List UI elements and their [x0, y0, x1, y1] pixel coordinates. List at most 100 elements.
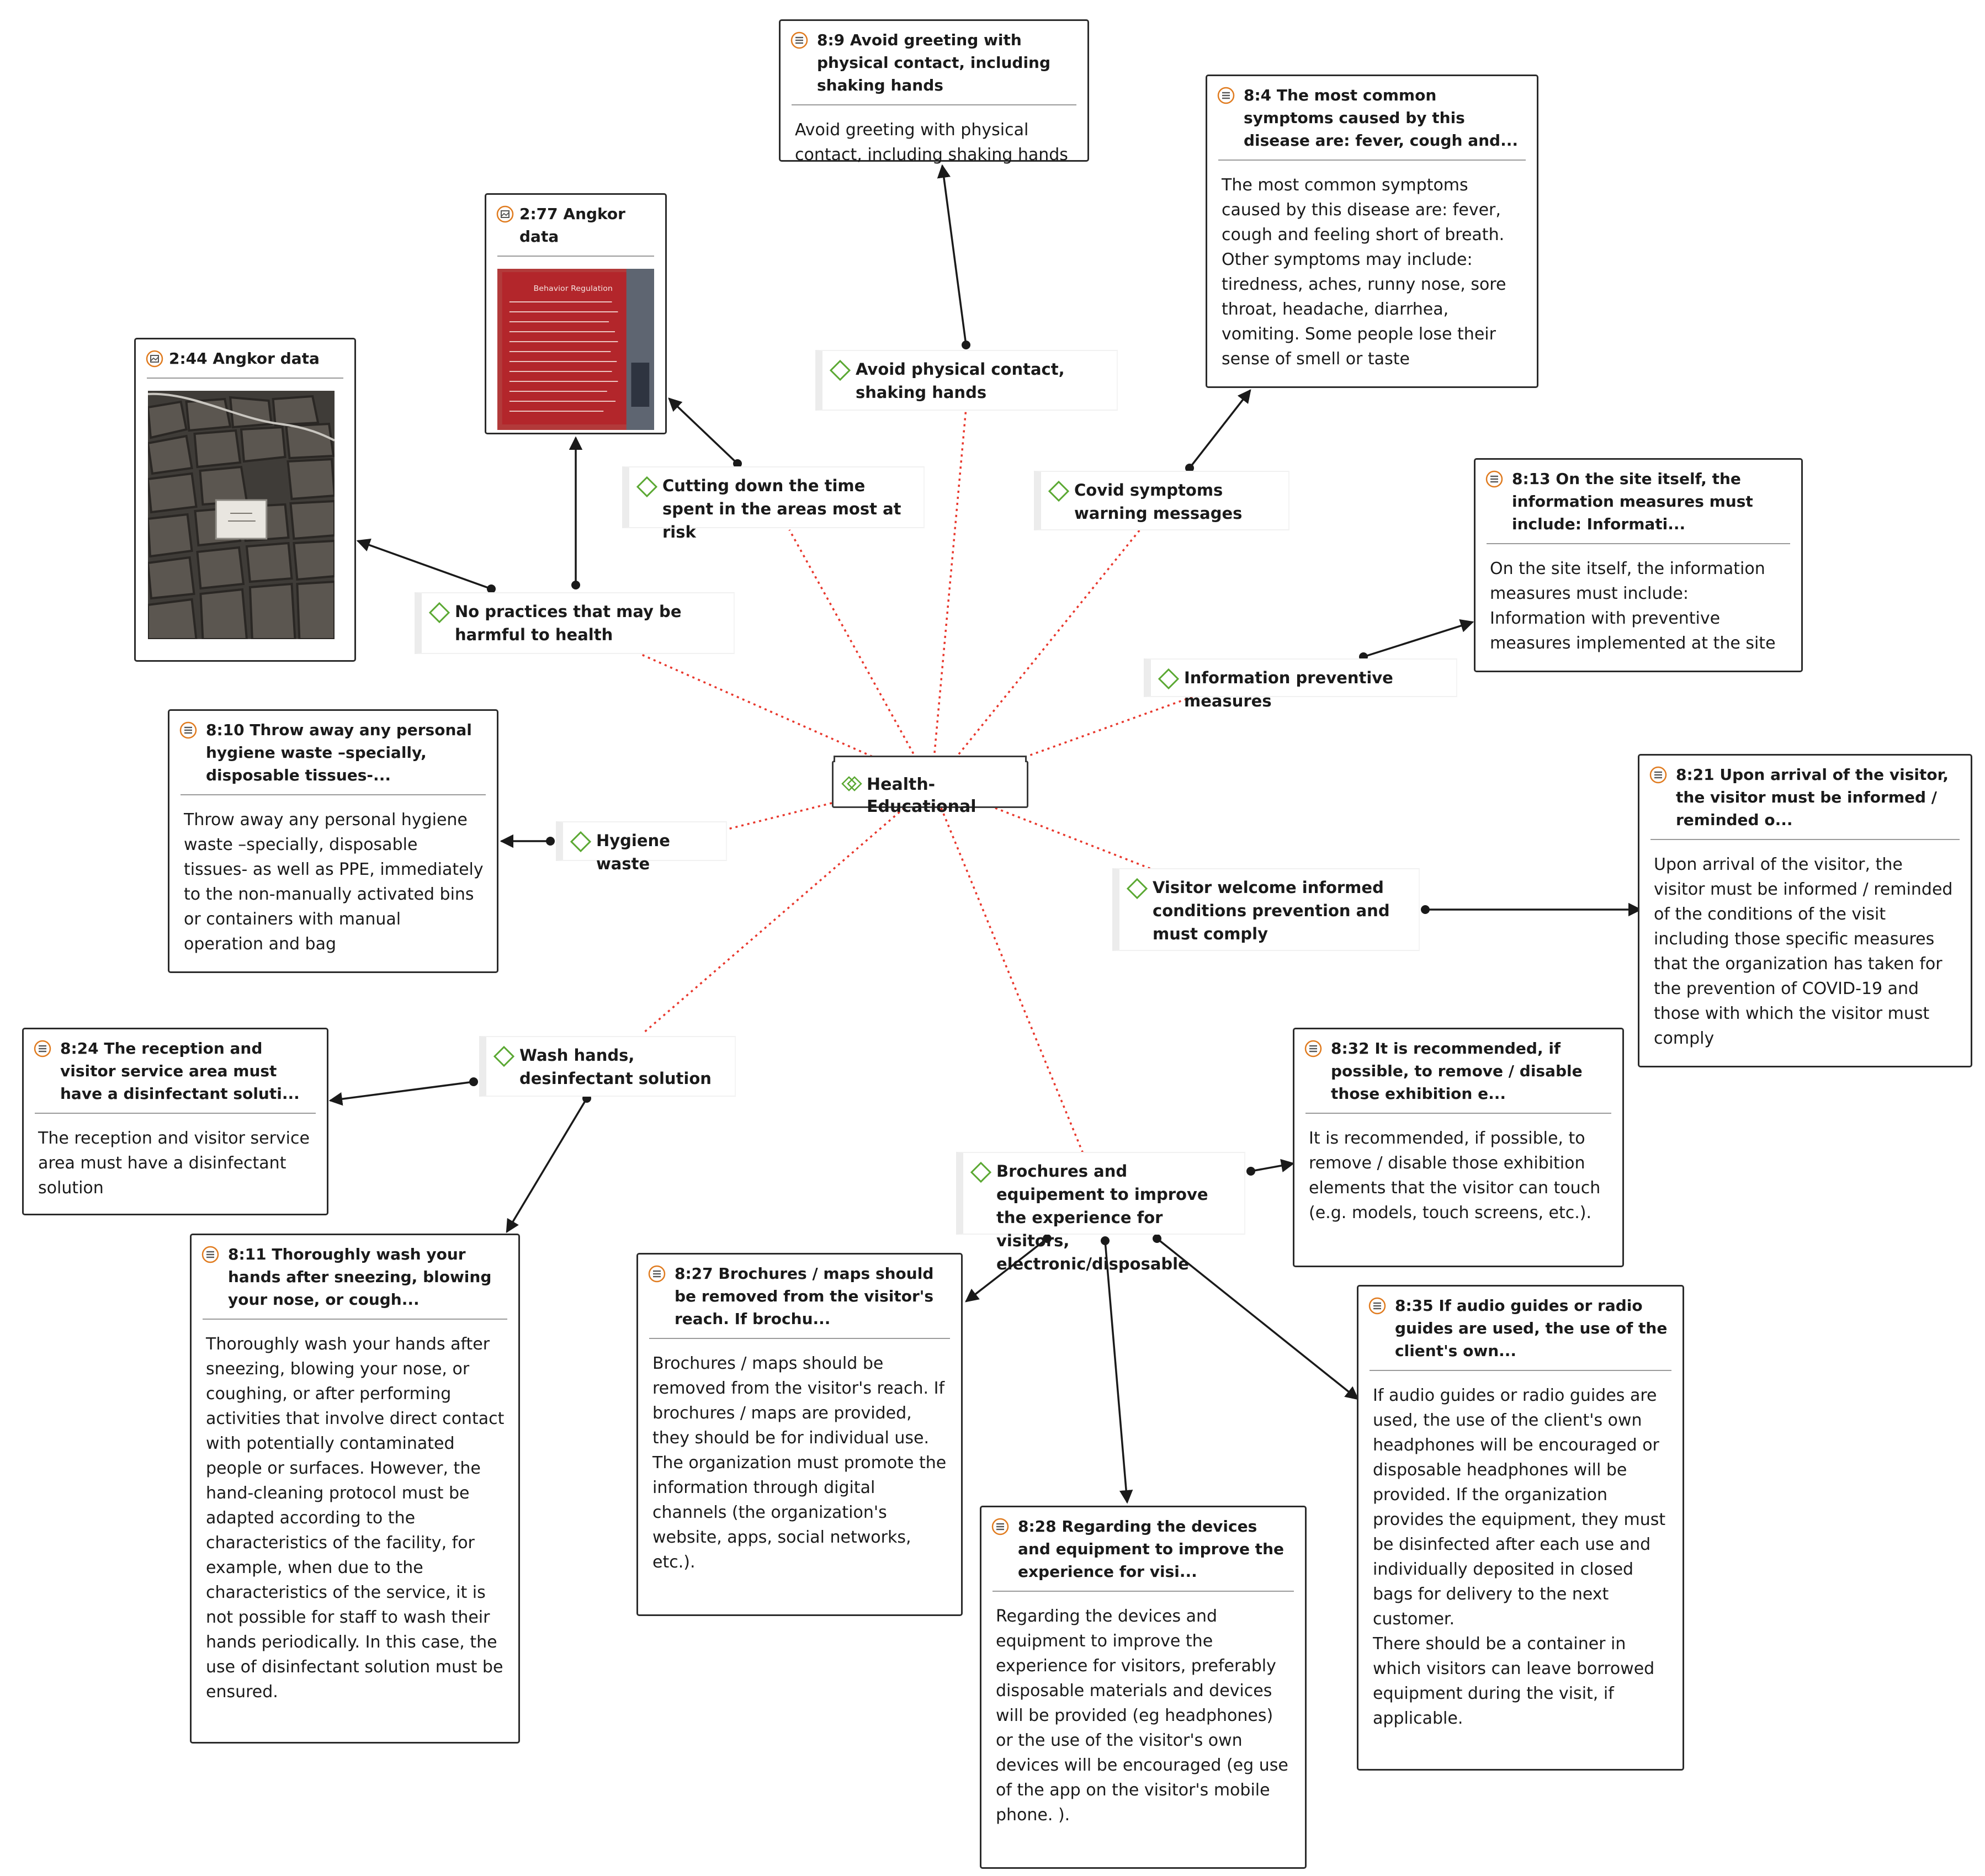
arrow-links [328, 164, 1642, 1504]
dotted-links [640, 408, 1194, 1155]
link-dot [487, 584, 496, 593]
divider [1370, 1370, 1671, 1371]
code-diamond-icon [636, 476, 658, 498]
pavement-illustration [148, 391, 335, 639]
arrow-information [1363, 619, 1474, 658]
image-card-2-44[interactable]: 2:44 Angkor data [134, 338, 356, 662]
divider [497, 256, 654, 257]
quote-body: Upon arrival of the visitor, the visitor… [1654, 855, 1953, 1048]
arrow-wash-hands-to-8-11 [506, 1098, 588, 1234]
link-dot [1246, 1167, 1255, 1176]
link-dot [1101, 1236, 1110, 1245]
divider [1305, 1113, 1611, 1114]
link-dot [1043, 1234, 1052, 1243]
quote-card-8-28[interactable]: 8:28 Regarding the devices and equipment… [980, 1506, 1307, 1869]
quote-icon [991, 1518, 1009, 1535]
code-cutting-time[interactable]: Cutting down the time spent in the areas… [622, 466, 925, 541]
dotted-link-cutting-time [788, 529, 917, 759]
dotted-link-covid-symptoms [954, 529, 1141, 760]
code-label: Brochures and equipement to improve the … [996, 1162, 1208, 1273]
quote-body: It is recommended, if possible, to remov… [1309, 1129, 1601, 1223]
code-avoid-contact[interactable]: Avoid physical contact, shaking hands [815, 350, 1118, 411]
code-information[interactable]: Information preventive measures [1144, 658, 1457, 710]
quote-card-8-9[interactable]: 8:9 Avoid greeting with physical contact… [779, 19, 1089, 164]
quote-icon [790, 31, 808, 49]
link-dot [962, 341, 970, 349]
code-label: Wash hands, desinfectant solution [519, 1046, 712, 1088]
link-dot [1185, 464, 1194, 472]
code-label: No practices that may be harmful to heal… [455, 602, 682, 644]
quote-title: 8:28 Regarding the devices and equipment… [1018, 1517, 1284, 1581]
code-diamond-icon [841, 776, 862, 791]
arrow-brochures-to-8-35 [1156, 1237, 1359, 1400]
link-start-dots [469, 341, 1430, 1245]
code-label: Avoid physical contact, shaking hands [856, 360, 1065, 402]
dotted-link-information [1007, 695, 1194, 764]
quote-body: If audio guides or radio guides are used… [1373, 1386, 1666, 1728]
code-label: Information preventive measures [1184, 668, 1393, 710]
quote-card-8-11[interactable]: 8:11 Thoroughly wash your hands after sn… [190, 1234, 520, 1744]
quote-icon [201, 1246, 219, 1263]
code-diamond-icon [493, 1045, 515, 1067]
arrow-brochures-to-8-28 [1104, 1240, 1133, 1504]
quote-icon [1649, 766, 1667, 784]
quote-card-8-4[interactable]: 8:4 The most common symptoms caused by t… [1206, 75, 1538, 388]
code-label: Cutting down the time spent in the areas… [662, 476, 901, 541]
quote-card-8-27[interactable]: 8:27 Brochures / maps should be removed … [636, 1253, 963, 1616]
code-diamond-icon [970, 1161, 992, 1183]
code-no-practices[interactable]: No practices that may be harmful to heal… [415, 592, 735, 654]
arrow-wash-hands-to-8-24 [328, 1081, 474, 1106]
sign-illustration: Behavior Regulation [497, 269, 654, 430]
quote-card-8-13[interactable]: 8:13 On the site itself, the information… [1474, 458, 1803, 672]
quote-icon [179, 721, 197, 739]
link-dot [571, 581, 580, 589]
quote-card-8-32[interactable]: 8:32 It is recommended, if possible, to … [1293, 1028, 1624, 1267]
code-wash-hands[interactable]: Wash hands, desinfectant solution [479, 1036, 736, 1097]
code-hygiene-waste[interactable]: Hygiene waste [556, 821, 727, 873]
divider [792, 104, 1076, 105]
quote-card-8-21[interactable]: 8:21 Upon arrival of the visitor, the vi… [1638, 754, 1972, 1067]
quote-title: 8:27 Brochures / maps should be removed … [675, 1264, 934, 1328]
quote-icon [1304, 1040, 1322, 1057]
quote-body: Avoid greeting with physical contact, in… [795, 120, 1068, 164]
code-brochures[interactable]: Brochures and equipement to improve the … [956, 1152, 1245, 1273]
divider [1650, 839, 1960, 840]
code-visitor-welcome[interactable]: Visitor welcome informed conditions prev… [1112, 868, 1420, 951]
quote-title: 8:4 The most common symptoms caused by t… [1244, 86, 1518, 150]
divider [181, 794, 486, 795]
quote-card-8-24[interactable]: 8:24 The reception and visitor service a… [22, 1028, 328, 1215]
quote-body: Brochures / maps should be removed from … [652, 1354, 947, 1572]
arrow-no-practices-to-2-44 [356, 538, 492, 590]
quote-body: Thoroughly wash your hands after sneezin… [206, 1335, 505, 1702]
image-document-icon [496, 205, 514, 223]
code-diamond-icon [829, 359, 851, 381]
quote-body: Throw away any personal hygiene waste –s… [184, 810, 484, 954]
quote-card-8-10[interactable]: 8:10 Throw away any personal hygiene was… [168, 709, 498, 973]
quote-card-8-35[interactable]: 8:35 If audio guides or radio guides are… [1357, 1285, 1684, 1771]
link-dot [733, 459, 742, 468]
quote-icon [1217, 87, 1235, 104]
quote-body: The reception and visitor service area m… [38, 1129, 310, 1198]
quote-title: 8:35 If audio guides or radio guides are… [1395, 1296, 1668, 1360]
quote-title: 8:24 The reception and visitor service a… [60, 1039, 300, 1103]
image-title: 2:77 Angkor data [519, 205, 625, 246]
quote-icon [34, 1040, 51, 1057]
arrow-brochures-to-8-32 [1250, 1158, 1295, 1172]
code-covid-symptoms[interactable]: Covid symptoms warning messages [1034, 471, 1289, 530]
dotted-link-wash-hands [642, 807, 905, 1034]
quote-title: 8:13 On the site itself, the information… [1512, 470, 1753, 533]
central-code-node[interactable]: Health-Educational [832, 756, 1028, 816]
quote-icon [1485, 470, 1503, 488]
divider [1218, 160, 1526, 161]
code-label: Covid symptoms warning messages [1074, 481, 1243, 523]
link-dot [469, 1077, 478, 1086]
image-card-2-77[interactable]: 2:77 Angkor data Behavior Regulation [485, 193, 667, 434]
divider [147, 378, 343, 379]
code-diamond-icon [1126, 878, 1148, 900]
dotted-link-avoid-contact [933, 408, 967, 759]
quote-body: Regarding the devices and equipment to i… [996, 1607, 1288, 1825]
divider [992, 1591, 1294, 1592]
dotted-link-hygiene-waste [725, 802, 832, 831]
quote-title: 8:10 Throw away any personal hygiene was… [206, 721, 472, 784]
